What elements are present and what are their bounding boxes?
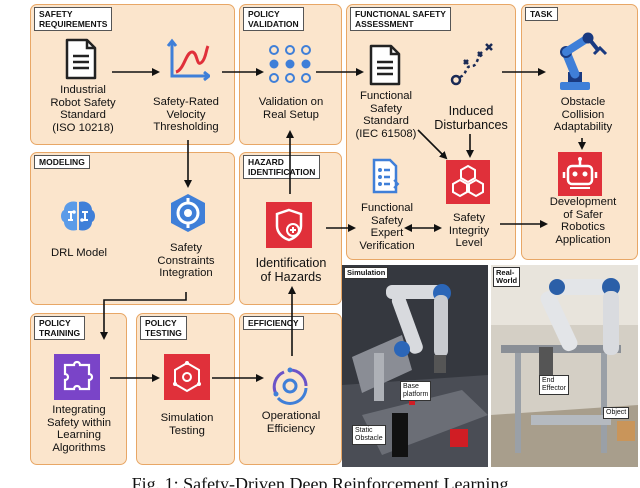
end-effector-tag: End Effector bbox=[539, 375, 569, 395]
document-icon bbox=[369, 44, 401, 86]
puzzle-icon bbox=[54, 354, 100, 400]
arrow-standard-to-integrity bbox=[417, 129, 448, 160]
object-tag: Object bbox=[603, 407, 630, 419]
label-validation-real-setup: Validation on Real Setup bbox=[258, 96, 324, 121]
panel-title: POLICY TESTING bbox=[140, 316, 187, 340]
simulation-photo: Simulation Base platform Static Obstacle bbox=[342, 265, 488, 467]
label-obstacle-adaptability: Obstacle Collision Adaptability bbox=[553, 96, 613, 133]
panel-title: POLICY VALIDATION bbox=[243, 7, 304, 31]
static-obstacle-tag: Static Obstacle bbox=[352, 425, 386, 445]
real-world-scene bbox=[491, 265, 638, 467]
brain-icon bbox=[61, 201, 95, 231]
label-expert-verification: Functional Safety Expert Verification bbox=[359, 202, 415, 252]
velocity-curve-icon bbox=[166, 38, 210, 82]
label-induced-disturbances: Induced Disturbances bbox=[434, 104, 508, 132]
efficiency-circle-icon bbox=[272, 367, 308, 405]
real-world-photo: Real- World End Effector Object bbox=[491, 265, 638, 467]
panel-title: TASK bbox=[525, 7, 558, 21]
base-platform-tag: Base platform bbox=[400, 381, 432, 401]
robot-head-icon bbox=[558, 152, 602, 196]
panel-title: EFFICIENCY bbox=[243, 316, 304, 330]
panel-efficiency: EFFICIENCY bbox=[239, 313, 342, 465]
simulation-icon bbox=[164, 354, 210, 400]
dots-grid-icon bbox=[269, 45, 311, 83]
panel-title: SAFETY REQUIREMENTS bbox=[34, 7, 113, 31]
label-integrating-safety: Integrating Safety within Learning Algor… bbox=[46, 404, 112, 454]
label-functional-safety-standard: Functional Safety Standard (IEC 61508) bbox=[355, 90, 417, 140]
panel-title: MODELING bbox=[34, 155, 90, 169]
label-operational-efficiency: Operational Efficiency bbox=[261, 410, 321, 435]
label-drl-model: DRL Model bbox=[50, 247, 108, 259]
verification-list-icon bbox=[372, 158, 400, 194]
hazard-shield-icon bbox=[266, 202, 312, 248]
robot-arm-icon bbox=[560, 32, 608, 90]
panel-title: POLICY TRAINING bbox=[34, 316, 86, 340]
label-simulation-testing: Simulation Testing bbox=[160, 412, 214, 437]
panel-modeling: MODELING bbox=[30, 152, 235, 305]
real-world-title: Real- World bbox=[493, 267, 521, 287]
figure-caption: Fig. 1: Safety-Driven Deep Reinforcement… bbox=[131, 474, 509, 488]
label-safety-constraints: Safety Constraints Integration bbox=[157, 242, 215, 279]
panel-title: HAZARD IDENTIFICATION bbox=[243, 155, 321, 179]
label-safer-robotics: Development of Safer Robotics Applicatio… bbox=[549, 196, 617, 246]
integrity-hexagons-icon bbox=[446, 160, 490, 204]
simulation-title: Simulation bbox=[344, 267, 389, 279]
arrow-constraints-to-training bbox=[100, 292, 187, 340]
disturbance-path-icon bbox=[450, 43, 493, 86]
label-industrial-standard: Industrial Robot Safety Standard (ISO 10… bbox=[50, 84, 116, 134]
label-identification-hazards: Identification of Hazards bbox=[255, 256, 327, 284]
label-velocity-thresholding: Safety-Rated Velocity Thresholding bbox=[153, 96, 219, 133]
panel-title: FUNCTIONAL SAFETY ASSESSMENT bbox=[350, 7, 451, 31]
document-icon bbox=[65, 38, 97, 80]
safety-constraints-icon bbox=[171, 194, 205, 232]
label-safety-integrity-level: Safety Integrity Level bbox=[448, 212, 490, 249]
